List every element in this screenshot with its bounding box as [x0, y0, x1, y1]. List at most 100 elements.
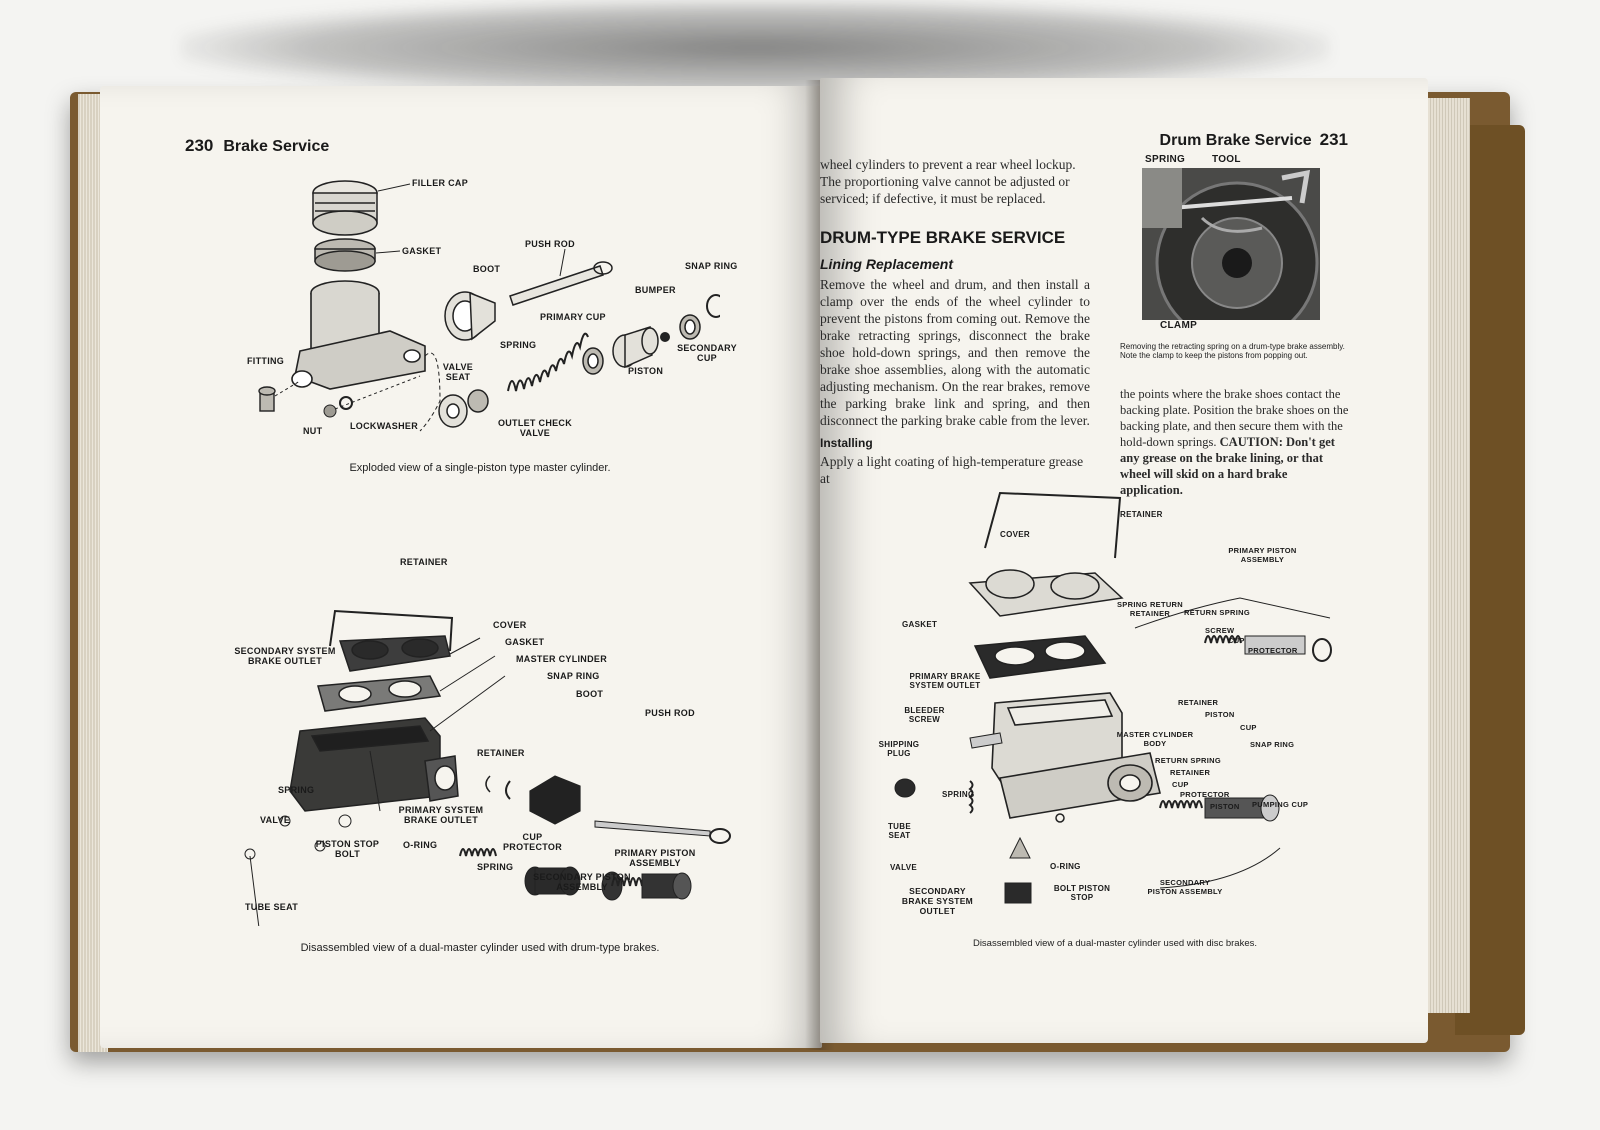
label-cover-2: COVER	[493, 620, 527, 630]
cylinder-body-drawing	[291, 280, 426, 390]
label-snap-ring-1: SNAP RING	[685, 261, 738, 271]
label-valve-seat: VALVE SEAT	[442, 362, 474, 382]
primary-piston-drawing	[601, 871, 692, 901]
label-primary-piston-assembly: PRIMARY PISTON ASSEMBLY	[614, 848, 696, 868]
brake-photo	[1142, 168, 1320, 320]
label-tube-seat-3: TUBE SEAT	[888, 822, 911, 840]
label-return-spring-3b: RETURN SPRING	[1155, 756, 1221, 765]
snap-ring-drawing-2	[485, 775, 491, 793]
label-primary-piston-assembly-3: PRIMARY PISTON ASSEMBLY	[1228, 546, 1297, 564]
label-bleeder-screw: BLEEDER SCREW	[904, 706, 945, 724]
figure3-caption: Disassembled view of a dual-master cylin…	[972, 938, 1258, 949]
label-shipping-plug: SHIPPING PLUG	[878, 740, 920, 758]
cover-drawing	[338, 635, 451, 672]
secondary-cup-drawing	[679, 314, 701, 340]
label-valve-2: VALVE	[260, 815, 291, 825]
label-bumper: BUMPER	[635, 285, 676, 295]
label-spring-return-retainer: SPRING RETURN RETAINER	[1117, 600, 1183, 618]
installing-paragraph: Apply a light coating of high-temperatur…	[820, 454, 1084, 486]
retainer-clip-drawing	[505, 780, 511, 800]
intro-paragraph: wheel cylinders to prevent a rear wheel …	[820, 157, 1076, 206]
label-piston-1: PISTON	[628, 366, 664, 376]
secondary-piston-drawing-3	[1159, 794, 1280, 822]
lining-paragraph: Remove the wheel and drum, and then inst…	[820, 277, 1090, 428]
spring-drawing	[507, 332, 589, 392]
sub-heading-lining: Lining Replacement	[820, 256, 954, 272]
label-retainer-2b: RETAINER	[477, 748, 525, 758]
outlet-fitting-drawing	[1004, 882, 1032, 904]
section-heading: DRUM-TYPE BRAKE SERVICE	[820, 228, 1066, 247]
spring-drawing-3	[968, 780, 974, 814]
label-secondary-cup: SECONDARY CUP	[677, 343, 737, 363]
photo-label-clamp: CLAMP	[1160, 320, 1198, 331]
label-primary-system-brake-outlet: PRIMARY SYSTEM BRAKE OUTLET	[398, 805, 484, 825]
label-spring-2a: SPRING	[278, 785, 315, 795]
figure-dual-cylinder-disc	[894, 491, 1332, 904]
label-secondary-piston-assembly: SECONDARY PISTON ASSEMBLY	[533, 872, 631, 892]
label-return-spring-3a: RETURN SPRING	[1184, 608, 1250, 617]
cover-drawing-3	[968, 569, 1124, 617]
label-boot-1: BOOT	[473, 264, 501, 274]
figure1-caption: Exploded view of a single-piston type ma…	[349, 462, 611, 474]
filler-cap-drawing	[312, 180, 378, 236]
label-gasket-3: GASKET	[902, 620, 938, 629]
label-primary-brake-system-outlet: PRIMARY BRAKE SYSTEM OUTLET	[909, 672, 981, 690]
label-cup-3c: CUP	[1172, 780, 1189, 789]
label-piston-stop-bolt: PISTON STOP BOLT	[315, 839, 380, 859]
lockwasher-drawing	[339, 396, 353, 410]
label-fitting: FITTING	[247, 356, 285, 366]
secondary-piston-drawing	[524, 866, 581, 896]
label-retainer-3c: RETAINER	[1170, 768, 1211, 777]
label-retainer-3b: RETAINER	[1178, 698, 1219, 707]
label-snap-ring-3: SNAP RING	[1250, 740, 1295, 749]
gasket-drawing	[314, 238, 376, 272]
retainer-drawing-3	[984, 491, 1122, 559]
label-retainer-3a: RETAINER	[1120, 510, 1163, 519]
label-cup-protector: CUP PROTECTOR	[502, 832, 563, 852]
label-retainer-2a: RETAINER	[400, 557, 448, 567]
valve-seat-drawing	[438, 394, 468, 428]
nut-drawing	[323, 404, 337, 418]
label-master-cylinder-body: MASTER CYLINDER BODY	[1116, 730, 1194, 748]
label-cover-3: COVER	[1000, 530, 1030, 539]
label-piston-3b: PISTON	[1210, 802, 1240, 811]
label-pumping-cup: PUMPING CUP	[1252, 800, 1309, 809]
label-outlet-check-valve: OUTLET CHECK VALVE	[497, 418, 573, 438]
brake-photo-drawing	[1142, 168, 1320, 320]
outlet-check-valve-drawing	[467, 389, 489, 413]
primary-cup-drawing	[582, 347, 604, 375]
label-primary-cup: PRIMARY CUP	[540, 312, 606, 322]
label-tube-seat-2: TUBE SEAT	[245, 902, 299, 912]
label-push-rod-2: PUSH ROD	[645, 708, 695, 718]
push-rod-drawing	[509, 261, 613, 306]
label-bolt-piston-stop: BOLT PISTON STOP	[1053, 884, 1111, 902]
label-secondary-system-brake-outlet: SECONDARY SYSTEM BRAKE OUTLET	[234, 646, 336, 666]
master-cylinder-body-drawing	[289, 717, 459, 812]
label-screw: SCREW	[1205, 626, 1235, 635]
fitting-drawing	[258, 386, 276, 412]
label-lockwasher: LOCKWASHER	[350, 421, 418, 431]
continued-paragraph: the points where the brake shoes contact…	[1120, 386, 1352, 498]
left-running-title: Brake Service	[223, 138, 330, 155]
label-gasket-1: GASKET	[402, 246, 442, 256]
photo-caption: Removing the retracting spring on a drum…	[1120, 342, 1345, 360]
label-piston-3a: PISTON	[1205, 710, 1235, 719]
spring-drawing-2	[459, 848, 497, 857]
label-o-ring-3: O-RING	[1050, 862, 1081, 871]
label-cup-3a: CUP	[1228, 636, 1245, 645]
shipping-plug-drawing	[894, 778, 916, 798]
figure-single-piston-cylinder	[258, 180, 720, 432]
label-secondary-brake-system-outlet: SECONDARY BRAKE SYSTEM OUTLET	[901, 886, 974, 916]
label-spring-1: SPRING	[500, 340, 537, 350]
page-stack-right	[1425, 98, 1470, 1013]
retainer-drawing	[329, 609, 454, 652]
gasket-drawing-2	[317, 675, 442, 712]
label-filler-cap: FILLER CAP	[412, 178, 468, 188]
photo-label-spring: SPRING	[1145, 154, 1186, 165]
page-number-right: 231	[1319, 130, 1348, 149]
label-secondary-piston-assembly-3: SECONDARY PISTON ASSEMBLY	[1147, 878, 1223, 896]
